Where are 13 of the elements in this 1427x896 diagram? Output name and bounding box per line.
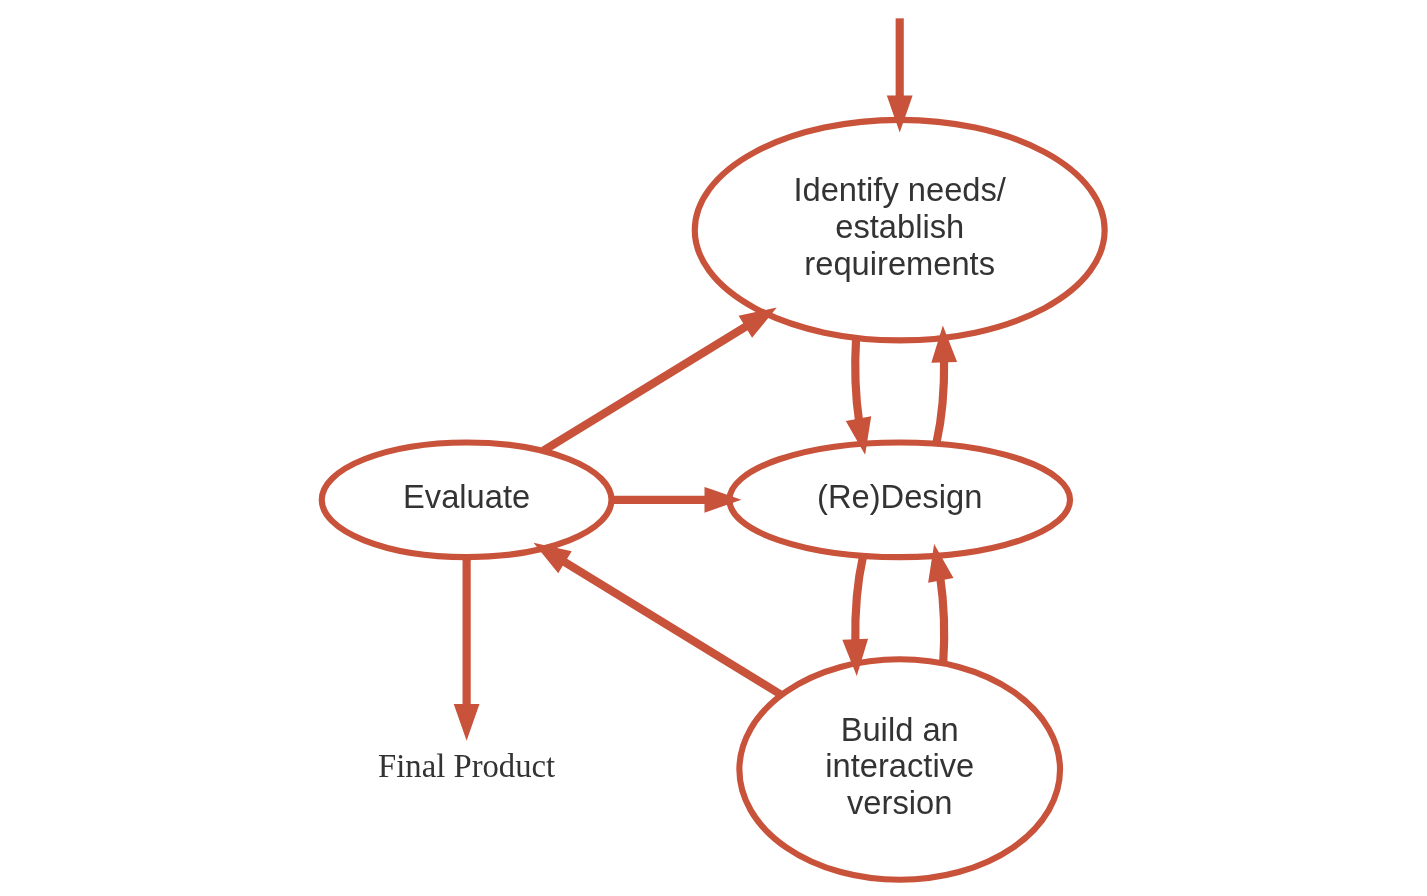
- arrow: [611, 486, 742, 513]
- node-ellipse: Evaluate: [318, 439, 615, 561]
- node-ellipse: Build an interactive version: [736, 656, 1064, 883]
- node-text: Final Product: [378, 748, 556, 785]
- arrow: [842, 555, 869, 677]
- arrow: [886, 18, 913, 133]
- arrow: [845, 337, 872, 455]
- arrow: [931, 325, 958, 444]
- arrow: [453, 558, 480, 741]
- node-ellipse: Identify needs/ establish requirements: [691, 116, 1108, 344]
- node-ellipse: (Re)Design: [726, 439, 1074, 561]
- arrow: [533, 542, 784, 699]
- arrow: [928, 544, 954, 664]
